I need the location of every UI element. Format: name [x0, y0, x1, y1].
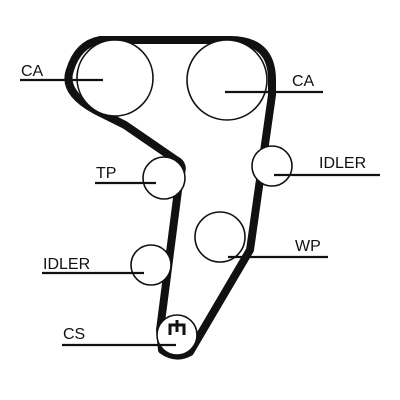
label-tp: TP	[96, 165, 116, 182]
idler-left-pulley-shape	[130, 244, 172, 286]
pulley-wp	[194, 211, 246, 263]
pulley-cs	[156, 314, 198, 356]
ca-right-pulley-shape	[186, 39, 268, 121]
wp-pulley-shape	[194, 211, 246, 263]
idler-right-pulley-shape	[251, 145, 293, 187]
ca-left-pulley-shape	[76, 39, 154, 117]
label-wp: WP	[295, 238, 321, 255]
pulley-tp	[142, 156, 186, 200]
label-idler-left: IDLER	[43, 256, 90, 273]
pulley-idler-right	[251, 145, 293, 187]
pulley-ca-right	[186, 39, 268, 121]
label-ca-left: CA	[21, 63, 44, 80]
tp-pulley-shape	[142, 156, 186, 200]
label-ca-right: CA	[292, 73, 315, 90]
pulley-idler-left	[130, 244, 172, 286]
label-idler-right: IDLER	[319, 155, 366, 172]
pulley-ca-left	[76, 39, 154, 117]
label-cs: CS	[63, 326, 85, 343]
